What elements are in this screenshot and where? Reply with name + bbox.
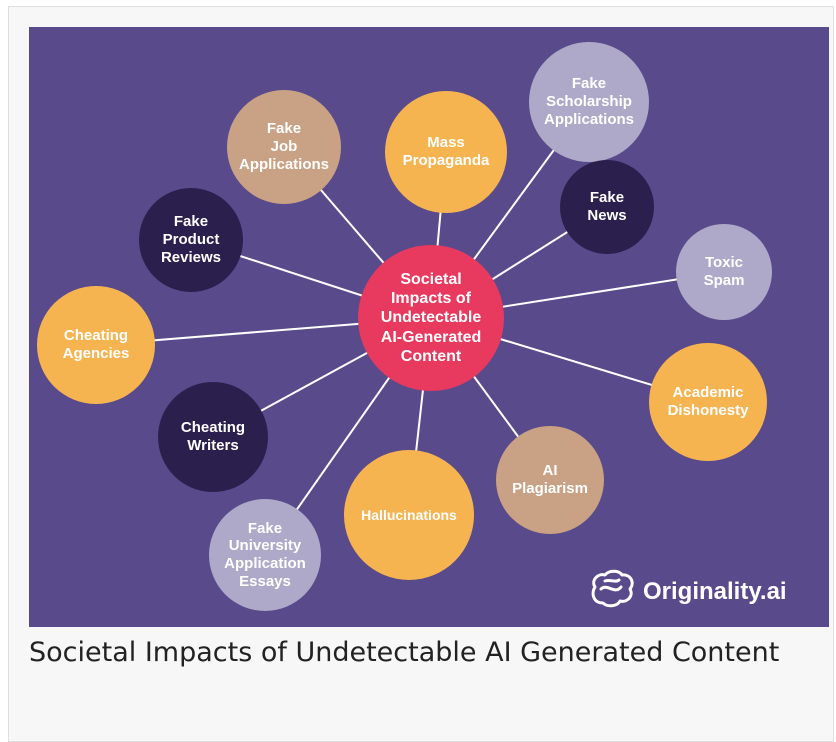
figure-caption: Societal Impacts of Undetectable AI Gene… [29,637,780,668]
node-fake-university-application-essays: Fake University Application Essays [209,499,321,611]
brand-logo: Originality.ai [589,569,787,614]
diagram-image: Societal Impacts of Undetectable AI-Gene… [29,27,829,627]
center-node: Societal Impacts of Undetectable AI-Gene… [358,245,504,391]
node-fake-product-reviews: Fake Product Reviews [139,188,243,292]
node-fake-news: Fake News [560,160,654,254]
brand-name: Originality.ai [643,577,787,605]
node-cheating-writers: Cheating Writers [158,382,268,492]
figure-frame: Societal Impacts of Undetectable AI-Gene… [8,6,834,742]
brain-logo-icon [589,569,635,614]
node-academic-dishonesty: Academic Dishonesty [649,343,767,461]
node-mass-propaganda: Mass Propaganda [385,91,507,213]
node-toxic-spam: Toxic Spam [676,224,772,320]
node-ai-plagiarism: AI Plagiarism [496,426,604,534]
node-fake-job-applications: Fake Job Applications [227,90,341,204]
node-fake-scholarship-applications: Fake Scholarship Applications [529,42,649,162]
node-hallucinations: Hallucinations [344,450,474,580]
node-cheating-agencies: Cheating Agencies [37,286,155,404]
